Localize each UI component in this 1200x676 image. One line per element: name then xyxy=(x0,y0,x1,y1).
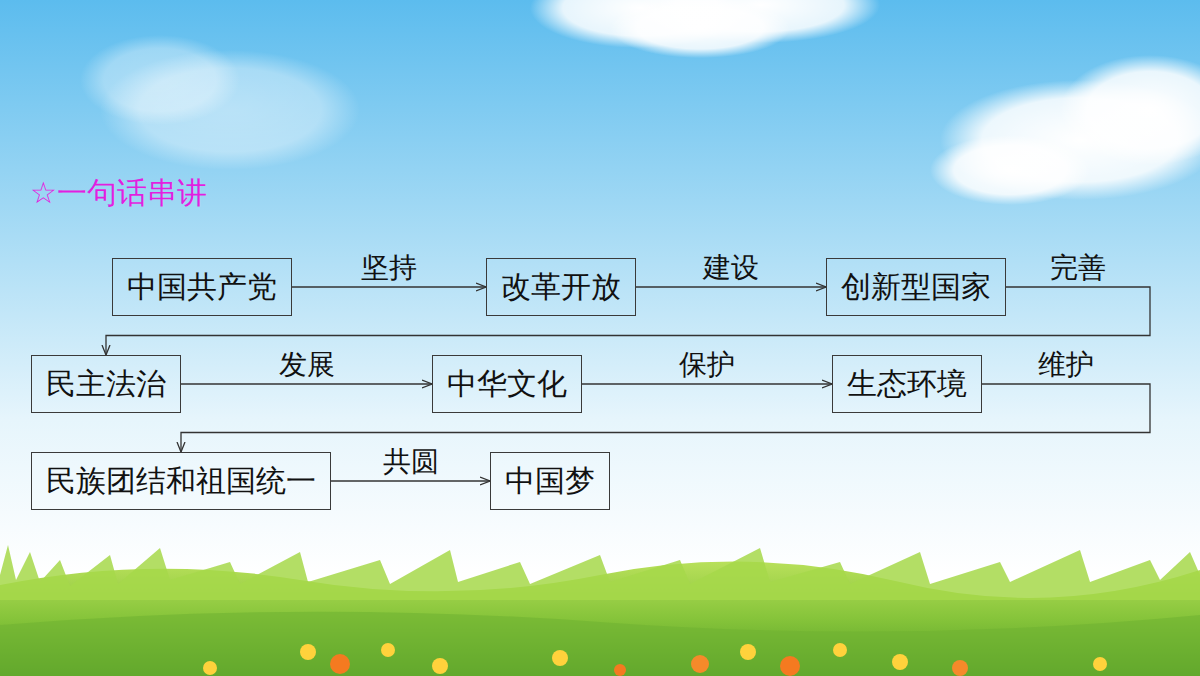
arrow-label: 建设 xyxy=(703,252,759,284)
flow-arrow xyxy=(181,384,1150,452)
concept-box: 中国共产党 xyxy=(112,258,292,316)
flowers xyxy=(203,643,1107,676)
clouds xyxy=(80,0,1200,205)
flow-arrow xyxy=(636,286,826,287)
box-text: 中国梦 xyxy=(505,453,595,509)
flow-arrow xyxy=(292,286,486,287)
concept-box: 民主法治 xyxy=(31,355,181,413)
box-text: 中国共产党 xyxy=(127,259,277,315)
box-text: 民主法治 xyxy=(46,356,166,412)
arrow-label: 维护 xyxy=(1038,349,1094,381)
concept-box: 民族团结和祖国统一 xyxy=(31,452,331,510)
arrow-label: 完善 xyxy=(1050,252,1106,284)
flow-arrow xyxy=(582,383,832,384)
concept-box: 中国梦 xyxy=(490,452,610,510)
box-text: 中华文化 xyxy=(447,356,567,412)
arrow-label: 保护 xyxy=(679,349,735,381)
arrow-label: 发展 xyxy=(279,349,335,381)
arrow-label: 坚持 xyxy=(361,252,417,284)
concept-box: 中华文化 xyxy=(432,355,582,413)
flow-arrow xyxy=(331,480,490,481)
box-text: 创新型国家 xyxy=(841,259,991,315)
box-text: 民族团结和祖国统一 xyxy=(46,453,316,509)
grass xyxy=(0,545,1200,676)
arrow-label: 共圆 xyxy=(383,446,439,478)
box-text: 生态环境 xyxy=(847,356,967,412)
concept-box: 改革开放 xyxy=(486,258,636,316)
box-text: 改革开放 xyxy=(501,259,621,315)
slide-title: ☆一句话串讲 xyxy=(30,174,207,212)
flow-arrow xyxy=(181,383,432,384)
concept-box: 创新型国家 xyxy=(826,258,1006,316)
concept-box: 生态环境 xyxy=(832,355,982,413)
